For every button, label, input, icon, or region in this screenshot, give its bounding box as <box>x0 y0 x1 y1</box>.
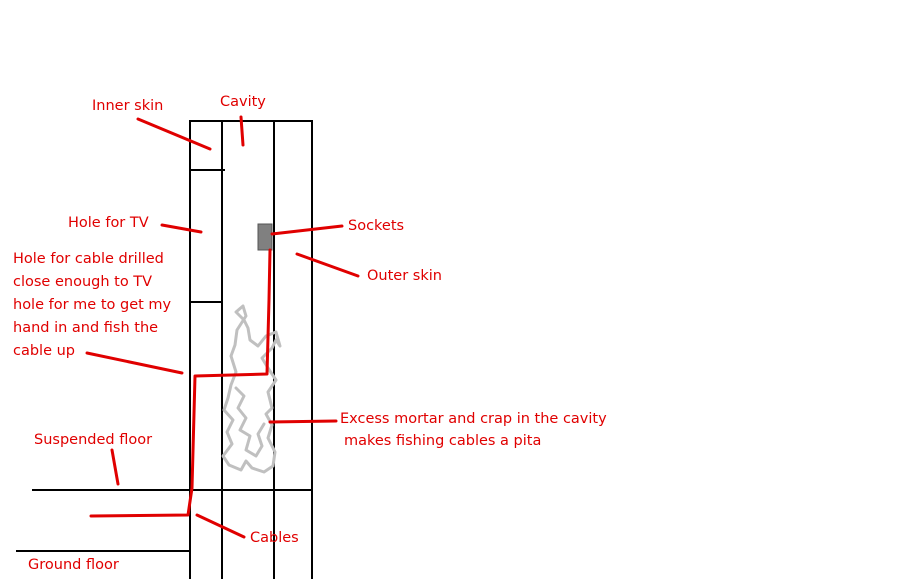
suspended-floor-pointer <box>110 448 120 486</box>
sockets-pointer <box>270 224 344 236</box>
hole-for-tv-label: Hole for TV <box>68 215 149 231</box>
cable-route <box>89 248 272 518</box>
hole-for-cable-label-line-2: close enough to TV <box>13 274 152 290</box>
inner-skin-pointer <box>136 117 212 151</box>
outer-skin-pointer <box>295 252 360 278</box>
outer-skin-label: Outer skin <box>367 268 442 284</box>
excess-mortar-pointer <box>268 419 338 424</box>
ground-floor-label: Ground floor <box>28 557 119 573</box>
socket-box <box>257 223 273 251</box>
sockets-label: Sockets <box>348 218 404 234</box>
hole-for-tv-pointer <box>160 223 203 234</box>
hole-for-cable-label-line-5: cable up <box>13 343 75 359</box>
cables-label: Cables <box>250 530 299 546</box>
cavity-label: Cavity <box>220 94 266 110</box>
inner-skin-label: Inner skin <box>92 98 163 114</box>
hole-for-cable-label-line-3: hole for me to get my <box>13 297 172 313</box>
wall-structure <box>16 120 313 579</box>
excess-mortar-label-line-2: makes fishing cables a pita <box>344 433 541 449</box>
excess-mortar-inner-squiggle <box>234 386 266 458</box>
hole-for-cable-label-line-4: hand in and fish the <box>13 320 158 336</box>
excess-mortar-label-line-1: Excess mortar and crap in the cavity <box>340 411 607 427</box>
hole-for-cable-label-line-1: Hole for cable drilled <box>13 251 164 267</box>
suspended-floor-label: Suspended floor <box>34 432 152 448</box>
cables-pointer <box>195 513 246 539</box>
excess-mortar-squiggle <box>221 304 282 474</box>
cavity-pointer <box>239 115 245 147</box>
hole-for-cable-pointer <box>85 351 184 375</box>
pointer-lines <box>85 115 360 539</box>
labels: Inner skin Cavity Hole for TV Sockets Ou… <box>13 94 607 573</box>
